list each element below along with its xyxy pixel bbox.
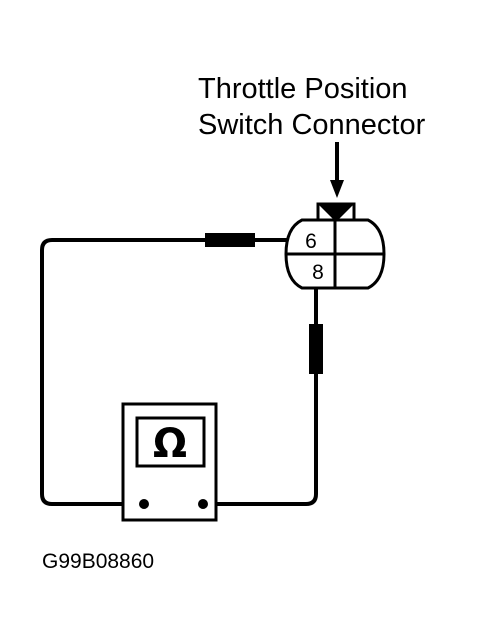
connector-pointer-arrow-icon <box>330 142 344 198</box>
wire-pin-6 <box>40 238 292 506</box>
wire-sleeve-vertical <box>309 324 323 374</box>
ohmmeter-icon: Ω <box>121 402 218 522</box>
wire-pin-8 <box>206 288 318 506</box>
ohmmeter-terminal-right <box>198 499 208 509</box>
connector-label-line2: Switch Connector <box>198 109 426 141</box>
connector-pin-6-label: 6 <box>305 230 317 253</box>
throttle-position-switch-connector: 6 8 <box>284 202 386 290</box>
connector-pin-8-label: 8 <box>312 261 324 284</box>
ohmmeter-symbol: Ω <box>153 421 187 467</box>
test-wires <box>40 238 318 506</box>
ohmmeter-terminal-left <box>139 499 149 509</box>
connector-label-line1: Throttle Position <box>198 73 408 105</box>
figure-code: G99B08860 <box>42 550 154 573</box>
wire-sleeve-horizontal <box>205 233 255 247</box>
